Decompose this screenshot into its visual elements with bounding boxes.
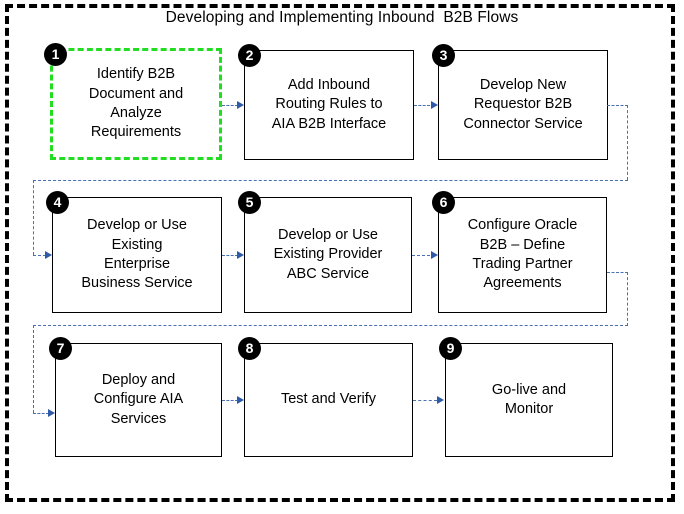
step-box-8[interactable]: Test and Verify [244, 343, 413, 457]
step-box-7[interactable]: Deploy and Configure AIA Services [55, 343, 222, 457]
arrowhead-4-to-5 [237, 251, 244, 259]
step-badge-3: 3 [432, 44, 455, 67]
step-label-4: Develop or Use Existing Enterprise Busin… [81, 217, 193, 292]
step-badge-8: 8 [238, 337, 261, 360]
arrowhead-5-to-6 [431, 251, 438, 259]
connector-6-wrap-left-down [33, 325, 34, 413]
connector-3-wrap-left-down [33, 180, 34, 255]
step-label-9: Go-live and Monitor [491, 381, 567, 417]
arrowhead-2-to-3 [431, 101, 438, 109]
step-badge-9: 9 [439, 337, 462, 360]
step-badge-2: 2 [238, 44, 261, 67]
connector-6-wrap-down [627, 272, 628, 326]
connector-6-wrap-right [607, 272, 628, 273]
connector-4-to-5 [222, 255, 238, 256]
step-box-1[interactable]: Identify B2B Document and Analyze Requir… [50, 48, 222, 160]
step-box-3[interactable]: Develop New Requestor B2B Connector Serv… [438, 50, 608, 160]
connector-5-to-6 [412, 255, 430, 256]
step-box-4[interactable]: Develop or Use Existing Enterprise Busin… [52, 197, 222, 313]
step-badge-7: 7 [49, 337, 72, 360]
connector-2-to-3 [414, 105, 430, 106]
diagram-title: Developing and Implementing Inbound B2B … [165, 9, 519, 26]
arrowhead-1-to-2 [237, 101, 244, 109]
step-label-6: Configure Oracle B2B – Define Trading Pa… [467, 217, 578, 292]
arrowhead-3-to-4 [45, 251, 52, 259]
connector-6-to-7 [33, 413, 49, 414]
step-label-2: Add Inbound Routing Rules to AIA B2B Int… [271, 76, 387, 132]
arrowhead-6-to-7 [48, 409, 55, 417]
connector-3-wrap-right [607, 105, 628, 106]
arrowhead-7-to-8 [237, 396, 244, 404]
step-badge-5: 5 [238, 191, 261, 214]
connector-1-to-2 [222, 105, 238, 106]
connector-3-to-4 [33, 255, 46, 256]
connector-7-to-8 [222, 400, 238, 401]
connector-3-wrap-down [627, 105, 628, 180]
step-badge-6: 6 [432, 191, 455, 214]
step-label-7: Deploy and Configure AIA Services [93, 371, 184, 427]
step-label-8: Test and Verify [280, 391, 377, 408]
step-box-5[interactable]: Develop or Use Existing Provider ABC Ser… [244, 197, 412, 313]
step-label-5: Develop or Use Existing Provider ABC Ser… [273, 226, 383, 282]
step-box-2[interactable]: Add Inbound Routing Rules to AIA B2B Int… [244, 50, 414, 160]
connector-8-to-9 [413, 400, 437, 401]
step-badge-4: 4 [46, 191, 69, 214]
step-box-9[interactable]: Go-live and Monitor [445, 343, 613, 457]
step-box-6[interactable]: Configure Oracle B2B – Define Trading Pa… [438, 197, 607, 313]
step-badge-1: 1 [44, 43, 67, 66]
arrowhead-8-to-9 [437, 396, 444, 404]
step-label-3: Develop New Requestor B2B Connector Serv… [463, 76, 583, 132]
diagram-outer-frame [5, 4, 675, 502]
connector-3-wrap-across [33, 180, 628, 181]
connector-6-wrap-across [33, 325, 628, 326]
step-label-1: Identify B2B Document and Analyze Requir… [88, 66, 184, 141]
